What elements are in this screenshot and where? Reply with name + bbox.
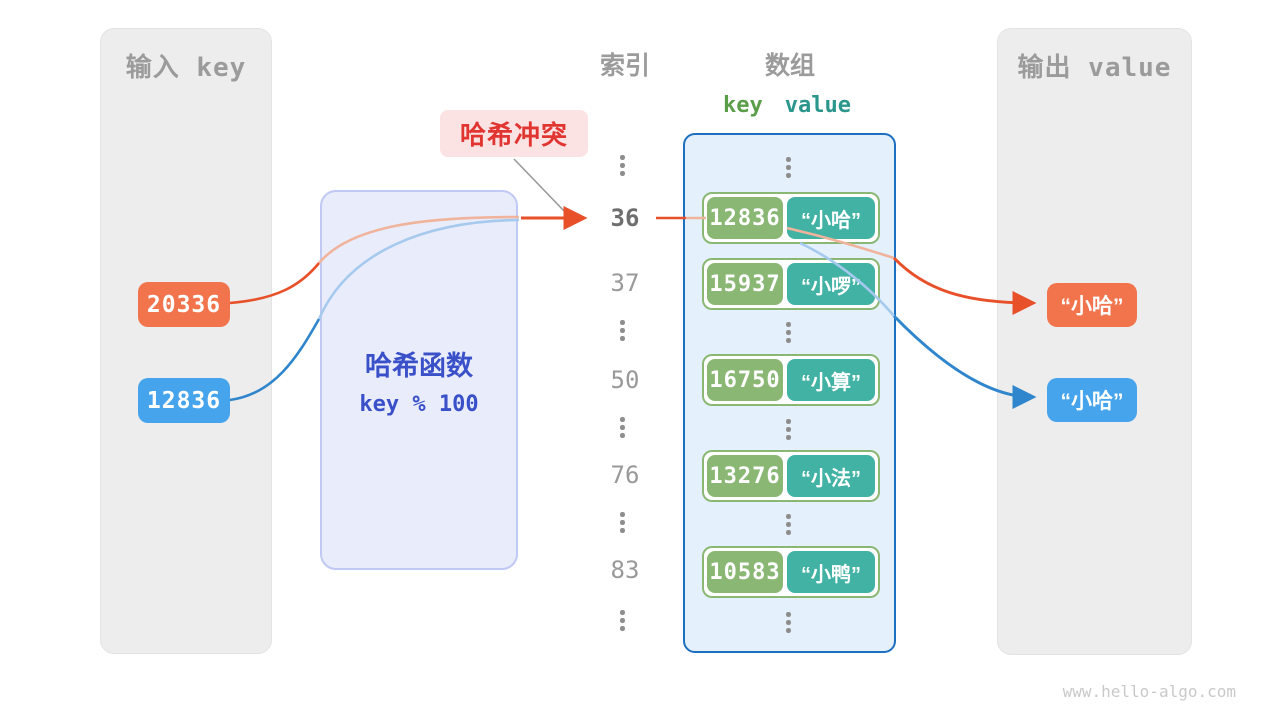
hash-function-box: 哈希函数 key % 100 — [320, 190, 518, 570]
hash-collision-label: 哈希冲突 — [440, 110, 588, 157]
pair-value: “小鸭” — [787, 551, 875, 593]
value-header-label: value — [784, 93, 851, 118]
index-ellipsis — [620, 155, 625, 176]
pair-key: 13276 — [707, 455, 783, 497]
key-value-header: key value — [723, 93, 851, 118]
array-ellipsis — [786, 157, 791, 178]
index-ellipsis — [620, 417, 625, 438]
array-ellipsis — [786, 514, 791, 535]
output-value-panel: 输出 value — [997, 28, 1192, 655]
pair-key: 16750 — [707, 359, 783, 401]
index-50: 50 — [610, 366, 640, 394]
index-column-header: 索引 — [599, 52, 650, 80]
watermark: www.hello-algo.com — [1062, 682, 1236, 701]
hash-function-title: 哈希函数 — [365, 351, 473, 381]
index-ellipsis — [620, 610, 625, 631]
input-key-12836: 12836 — [138, 378, 230, 423]
input-key-20336: 20336 — [138, 282, 230, 327]
pair-key: 12836 — [707, 197, 783, 239]
index-37: 37 — [610, 269, 640, 297]
array-pair-15937: 15937 “小啰” — [702, 258, 880, 310]
array-ellipsis — [786, 612, 791, 633]
input-panel-title: 输入 key — [125, 53, 247, 83]
index-ellipsis — [620, 512, 625, 533]
array-ellipsis — [786, 322, 791, 343]
output-panel-title: 输出 value — [1017, 53, 1172, 83]
pair-key: 10583 — [707, 551, 783, 593]
array-pair-10583: 10583 “小鸭” — [702, 546, 880, 598]
array-pair-13276: 13276 “小法” — [702, 450, 880, 502]
array-container: 12836 “小哈” 15937 “小啰” 16750 “小算” 13276 “… — [683, 133, 896, 653]
collision-pointer-line — [513, 158, 566, 213]
hash-function-formula: key % 100 — [359, 392, 479, 417]
index-36: 36 — [610, 204, 640, 232]
output-value-correct: “小哈” — [1047, 378, 1137, 422]
pair-value: “小算” — [787, 359, 875, 401]
index-83: 83 — [610, 556, 640, 584]
pair-value: “小哈” — [787, 197, 875, 239]
output-value-collision: “小哈” — [1047, 283, 1137, 327]
pair-key: 15937 — [707, 263, 783, 305]
pair-value: “小法” — [787, 455, 875, 497]
index-76: 76 — [610, 461, 640, 489]
pair-value: “小啰” — [787, 263, 875, 305]
index-ellipsis — [620, 320, 625, 341]
input-key-panel: 输入 key — [100, 28, 272, 654]
array-pair-12836: 12836 “小哈” — [702, 192, 880, 244]
key-header-label: key — [723, 93, 763, 118]
array-ellipsis — [786, 419, 791, 440]
array-column-header: 数组 — [764, 52, 815, 80]
array-pair-16750: 16750 “小算” — [702, 354, 880, 406]
